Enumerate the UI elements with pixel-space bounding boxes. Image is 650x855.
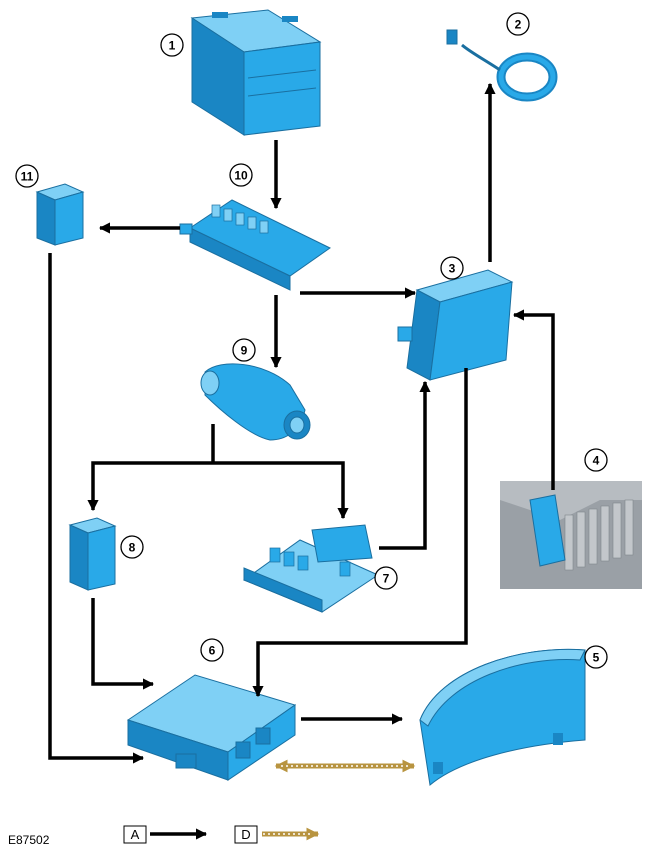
callout-10-label: 10 — [234, 169, 248, 183]
wire-9-to-7 — [213, 461, 349, 520]
legend-a: A — [123, 825, 208, 844]
callout-8: 8 — [120, 535, 144, 559]
callout-11-label: 11 — [21, 170, 34, 184]
callout-4-label: 4 — [593, 454, 600, 468]
legend-d: D — [234, 825, 320, 844]
wire-7-to-3 — [379, 380, 431, 550]
wire-11-to-6 — [48, 253, 145, 764]
instrument-cluster-component — [419, 648, 586, 786]
callout-9-label: 9 — [241, 344, 248, 358]
callout-3-label: 3 — [449, 262, 456, 276]
legend-d-label: D — [241, 827, 250, 842]
callout-2-label: 2 — [515, 18, 522, 32]
wire-3-to-6 — [252, 368, 468, 698]
callout-3: 3 — [440, 256, 464, 280]
callout-1-label: 1 — [169, 39, 176, 53]
callout-10: 10 — [229, 163, 253, 187]
callout-5: 5 — [584, 645, 608, 669]
callout-1: 1 — [160, 33, 184, 57]
wire-4-to-3 — [512, 309, 555, 490]
legend-a-label: A — [131, 827, 140, 842]
callout-7: 7 — [374, 566, 398, 590]
relay-11-component — [35, 183, 85, 246]
callout-7-label: 7 — [383, 572, 390, 586]
relay-8-component — [68, 517, 117, 591]
callout-6-label: 6 — [209, 644, 216, 658]
ignition-switch-component — [200, 363, 311, 441]
battery-component — [190, 9, 322, 136]
callout-8-label: 8 — [129, 541, 136, 555]
module-3-component — [397, 269, 514, 381]
callout-11: 11 — [15, 164, 39, 188]
callout-4: 4 — [584, 448, 608, 472]
callout-6: 6 — [200, 638, 224, 662]
wire-9-to-8 — [87, 461, 213, 512]
battery-junction-box-component — [179, 199, 331, 291]
callout-5-label: 5 — [593, 651, 600, 665]
figure-reference: E87502 — [8, 833, 50, 847]
fuse-box-component — [242, 524, 380, 613]
callout-9: 9 — [232, 338, 256, 362]
callout-2: 2 — [506, 12, 530, 36]
clockspring-component — [446, 29, 558, 102]
wire-8-to-6 — [91, 598, 155, 690]
switch-panel-component — [500, 481, 642, 589]
control-module-component — [126, 674, 297, 781]
